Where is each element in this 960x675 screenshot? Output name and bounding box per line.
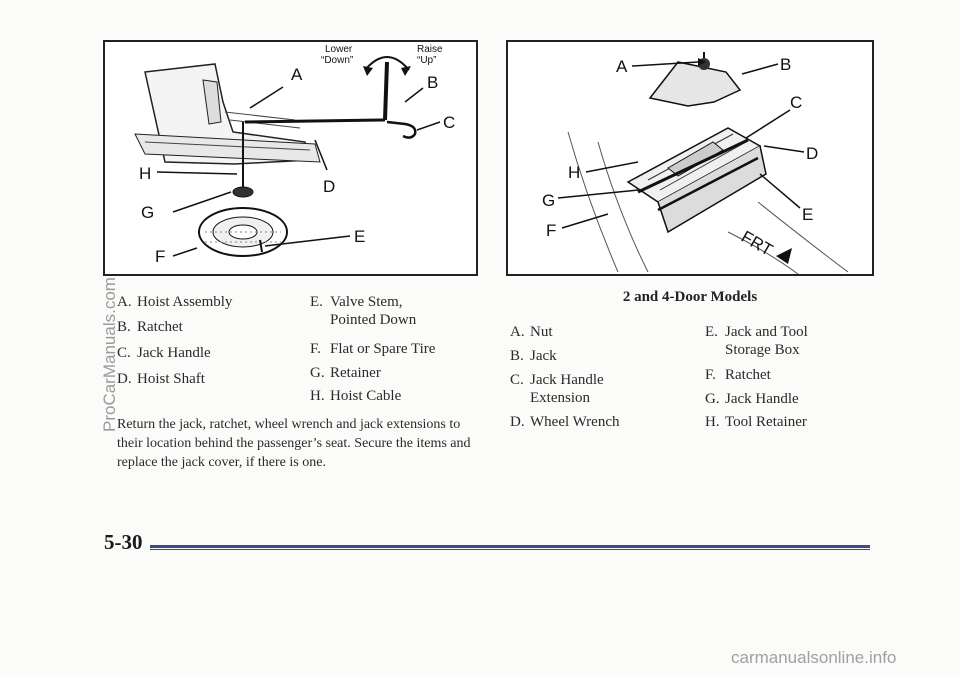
- footer-rule-thin: [150, 549, 870, 550]
- callout-a: A: [291, 65, 303, 84]
- legend-item: E.Jack and Tool Storage Box: [705, 324, 808, 358]
- footer-rule: [150, 545, 870, 548]
- lower-sub: “Down”: [321, 55, 353, 66]
- legend-item: A.Hoist Assembly: [117, 294, 233, 310]
- legend-item: A.Nut: [510, 324, 553, 340]
- callout-a: A: [616, 57, 628, 76]
- instruction-paragraph: Return the jack, ratchet, wheel wrench a…: [117, 417, 471, 470]
- callout-c: C: [443, 113, 455, 132]
- legend-item: H.Hoist Cable: [310, 388, 402, 404]
- callout-f: F: [546, 221, 556, 240]
- callout-f: F: [155, 247, 165, 266]
- page-number: 5-30: [104, 530, 143, 554]
- callout-d: D: [323, 177, 335, 196]
- front-arrow-icon: [776, 248, 792, 264]
- callout-d: D: [806, 144, 818, 163]
- legend-item: G.Jack Handle: [705, 391, 799, 407]
- bottom-watermark: carmanualsonline.info: [731, 648, 897, 667]
- callout-b: B: [427, 73, 438, 92]
- hoist-drawing: A B C D E F G H Lower “Down” Raise “Up”: [134, 44, 455, 266]
- callout-g: G: [542, 191, 555, 210]
- callout-e: E: [354, 227, 365, 246]
- legend-item: F.Ratchet: [705, 367, 771, 383]
- callout-c: C: [790, 93, 802, 112]
- legend-item: E.Valve Stem, Pointed Down: [310, 294, 417, 328]
- legend-item: D.Hoist Shaft: [117, 371, 205, 387]
- legend-item: D.Wheel Wrench: [510, 414, 620, 430]
- legend-item: B.Ratchet: [117, 319, 183, 335]
- legend-item: C.Jack Handle: [117, 345, 211, 361]
- callout-h: H: [139, 164, 151, 183]
- raise-label: Raise: [417, 44, 443, 55]
- lower-label: Lower: [325, 44, 353, 55]
- legend-item: H.Tool Retainer: [705, 414, 807, 430]
- legend-item: G.Retainer: [310, 365, 381, 381]
- side-watermark: ProCarManuals.com: [100, 277, 119, 432]
- models-title: 2 and 4-Door Models: [622, 289, 758, 305]
- jack-storage-illustration: A B C D E F G H FRT: [506, 40, 874, 276]
- legend-item: C.Jack Handle Extension: [510, 372, 604, 406]
- legend-item: F.Flat or Spare Tire: [310, 341, 436, 357]
- hoist-illustration: A B C D E F G H Lower “Down” Raise “Up”: [103, 40, 478, 276]
- callout-e: E: [802, 205, 813, 224]
- raise-sub: “Up”: [417, 55, 436, 66]
- callout-g: G: [141, 203, 154, 222]
- callout-b: B: [780, 55, 791, 74]
- legend-item: B.Jack: [510, 348, 557, 364]
- jack-storage-drawing: A B C D E F G H FRT: [542, 52, 849, 274]
- callout-h: H: [568, 163, 580, 182]
